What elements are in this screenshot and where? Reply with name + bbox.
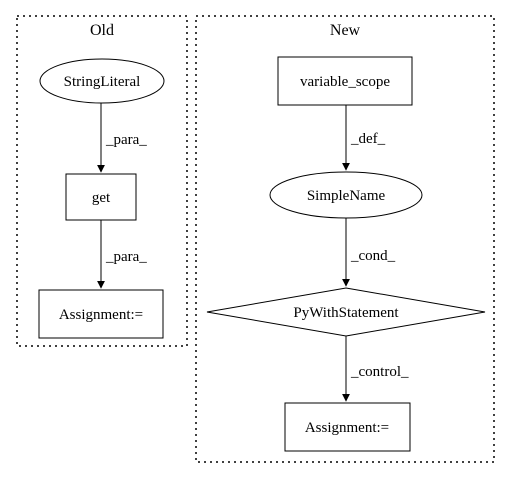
node-assignment-old-label: Assignment:= (59, 307, 143, 323)
edge-get-to-assignment: _para_ (97, 220, 147, 289)
node-py-with-statement-label: PyWithStatement (293, 305, 399, 321)
node-get[interactable]: get (65, 173, 137, 221)
node-string-literal-label: StringLiteral (64, 74, 141, 90)
node-assignment-new[interactable]: Assignment:= (284, 402, 411, 452)
node-assignment-new-label: Assignment:= (305, 420, 389, 436)
cluster-new: New variable_scope SimpleName PyWithStat… (195, 15, 495, 463)
node-simple-name[interactable]: SimpleName (269, 171, 423, 219)
node-simple-name-label: SimpleName (307, 188, 386, 204)
edge-simple-name-to-with: _cond_ (342, 218, 396, 287)
node-variable-scope-label: variable_scope (300, 74, 390, 90)
node-get-label: get (92, 190, 111, 206)
edge-string-literal-to-get-label: _para_ (105, 132, 147, 148)
edge-variable-scope-to-simple-name: _def_ (342, 105, 386, 171)
edge-simple-name-to-with-label: _cond_ (350, 248, 396, 264)
edge-string-literal-to-get: _para_ (97, 103, 147, 173)
node-variable-scope[interactable]: variable_scope (277, 56, 413, 106)
edge-with-to-assignment-label: _control_ (350, 364, 409, 380)
edge-with-to-assignment: _control_ (342, 336, 409, 402)
node-string-literal[interactable]: StringLiteral (39, 58, 165, 104)
cluster-old-title: Old (90, 22, 114, 39)
cluster-new-title: New (330, 22, 361, 39)
edge-get-to-assignment-label: _para_ (105, 249, 147, 265)
node-assignment-old[interactable]: Assignment:= (38, 289, 164, 339)
cluster-old: Old StringLiteral get Assignment:= _para… (16, 15, 188, 347)
node-py-with-statement[interactable]: PyWithStatement (206, 287, 486, 337)
edge-variable-scope-to-simple-name-label: _def_ (350, 131, 386, 147)
